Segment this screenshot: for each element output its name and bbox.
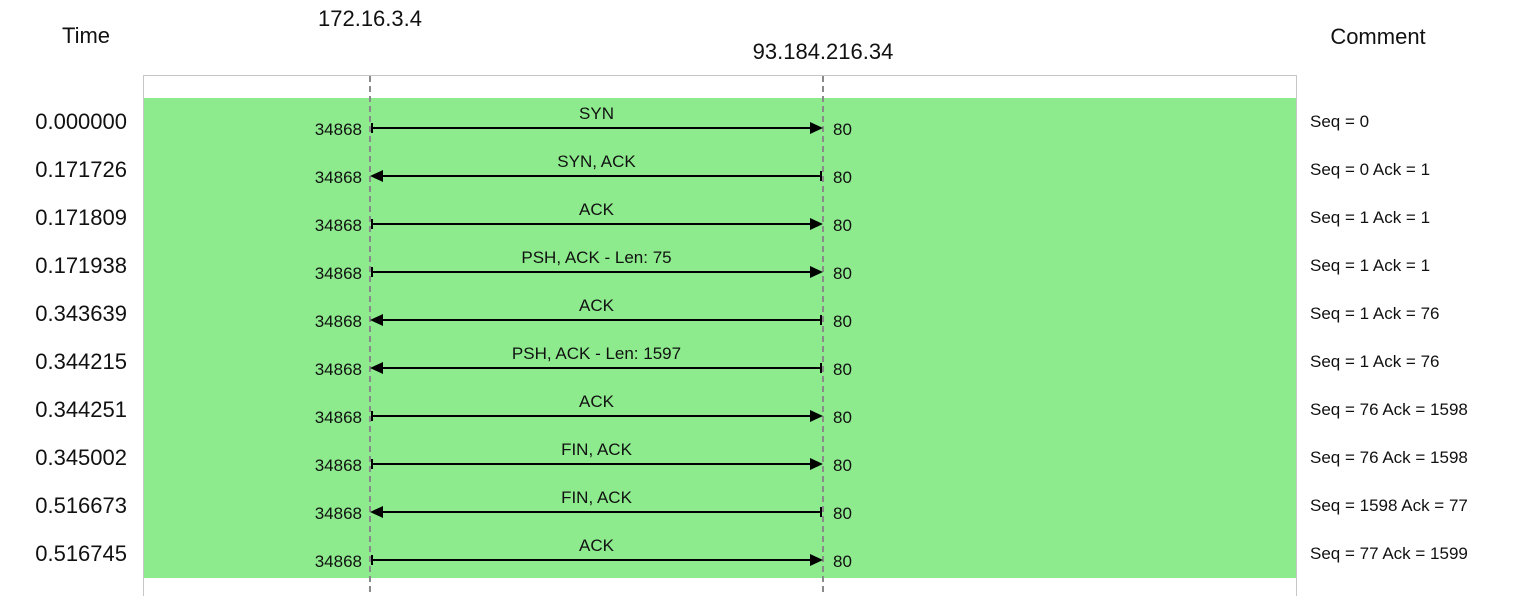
destination-port-label: 80 [833, 552, 852, 571]
arrowhead-icon [370, 314, 383, 326]
packet-arrow[interactable] [371, 266, 823, 278]
destination-port-label: 80 [833, 360, 852, 379]
destination-port-label: 80 [833, 456, 852, 475]
arrow-line [371, 223, 811, 225]
destination-port-label: 80 [833, 120, 852, 139]
packet-row: 0.516745 34868 ACK 80 Seq = 77 Ack = 159… [0, 530, 1526, 578]
arrowhead-icon [810, 122, 823, 134]
arrow-line [382, 175, 822, 177]
destination-port-label: 80 [833, 168, 852, 187]
arrowhead-icon [370, 170, 383, 182]
source-port-label: 34868 [314, 264, 362, 283]
tcp-flags-label: SYN, ACK [557, 152, 636, 171]
source-port-label: 34868 [314, 552, 362, 571]
packet-arrow[interactable] [370, 362, 822, 374]
host-header-left: 172.16.3.4 [318, 6, 422, 31]
comment-column-header: Comment [1330, 24, 1426, 49]
packet-row: 0.344251 34868 ACK 80 Seq = 76 Ack = 159… [0, 386, 1526, 434]
packet-row: 0.000000 34868 SYN 80 Seq = 0 [0, 98, 1526, 146]
source-port-label: 34868 [314, 168, 362, 187]
packet-row: 0.171809 34868 ACK 80 Seq = 1 Ack = 1 [0, 194, 1526, 242]
tcp-flags-label: ACK [579, 536, 614, 555]
comment-label: Seq = 1 Ack = 76 [1310, 352, 1440, 371]
source-port-label: 34868 [314, 216, 362, 235]
arrow-line [371, 127, 811, 129]
packet-arrow[interactable] [370, 170, 822, 182]
comment-label: Seq = 0 Ack = 1 [1310, 160, 1431, 179]
comment-label: Seq = 76 Ack = 1598 [1310, 400, 1468, 419]
tcp-flags-label: ACK [579, 392, 614, 411]
arrowhead-icon [810, 218, 823, 230]
time-label: 0.171726 [35, 157, 127, 182]
arrowhead-icon [810, 458, 823, 470]
packet-arrow[interactable] [371, 458, 823, 470]
arrowhead-icon [810, 410, 823, 422]
tcp-flags-label: FIN, ACK [561, 440, 632, 459]
source-port-label: 34868 [314, 456, 362, 475]
time-label: 0.516673 [35, 493, 127, 518]
source-port-label: 34868 [314, 360, 362, 379]
arrowhead-icon [370, 506, 383, 518]
destination-port-label: 80 [833, 312, 852, 331]
time-label: 0.000000 [35, 109, 127, 134]
tcp-stream-band [144, 98, 1296, 578]
tcp-flags-label: PSH, ACK - Len: 1597 [511, 344, 682, 363]
comment-label: Seq = 1 Ack = 1 [1310, 256, 1431, 275]
arrow-line [382, 367, 822, 369]
lifeline-right [822, 76, 824, 596]
time-column-header: Time [61, 23, 111, 48]
arrow-line [382, 511, 822, 513]
packet-row: 0.345002 34868 FIN, ACK 80 Seq = 76 Ack … [0, 434, 1526, 482]
arrow-line [382, 319, 822, 321]
packet-row: 0.343639 34868 ACK 80 Seq = 1 Ack = 76 [0, 290, 1526, 338]
tcp-flags-label: SYN [579, 104, 614, 123]
packet-arrow[interactable] [371, 554, 823, 566]
packet-arrow[interactable] [371, 122, 823, 134]
comment-label: Seq = 0 [1310, 112, 1370, 131]
source-port-label: 34868 [314, 408, 362, 427]
arrowhead-icon [810, 554, 823, 566]
arrowhead-icon [370, 362, 383, 374]
time-label: 0.171938 [35, 253, 127, 278]
time-label: 0.343639 [35, 301, 127, 326]
arrowhead-icon [810, 266, 823, 278]
source-port-label: 34868 [314, 312, 362, 331]
packet-row: 0.171726 34868 SYN, ACK 80 Seq = 0 Ack =… [0, 146, 1526, 194]
comment-label: Seq = 76 Ack = 1598 [1310, 448, 1468, 467]
comment-label: Seq = 1598 Ack = 77 [1310, 496, 1468, 515]
packet-arrow[interactable] [370, 314, 822, 326]
destination-port-label: 80 [833, 264, 852, 283]
packet-row: 0.171938 34868 PSH, ACK - Len: 75 80 Seq… [0, 242, 1526, 290]
arrow-line [371, 463, 811, 465]
destination-port-label: 80 [833, 216, 852, 235]
packet-arrow[interactable] [371, 218, 823, 230]
time-label: 0.516745 [35, 541, 127, 566]
comment-label: Seq = 1 Ack = 1 [1310, 208, 1431, 227]
comment-label: Seq = 1 Ack = 76 [1310, 304, 1440, 323]
time-label: 0.345002 [35, 445, 127, 470]
source-port-label: 34868 [314, 120, 362, 139]
tcp-flags-label: PSH, ACK - Len: 75 [521, 248, 672, 267]
time-label: 0.171809 [35, 205, 127, 230]
host-header-right: 93.184.216.34 [752, 39, 894, 64]
tcp-flags-label: FIN, ACK [561, 488, 632, 507]
time-label: 0.344215 [35, 349, 127, 374]
arrow-line [371, 559, 811, 561]
arrow-line [371, 415, 811, 417]
packet-row: 0.344215 34868 PSH, ACK - Len: 1597 80 S… [0, 338, 1526, 386]
tcp-flags-label: ACK [579, 200, 614, 219]
destination-port-label: 80 [833, 408, 852, 427]
packet-row: 0.516673 34868 FIN, ACK 80 Seq = 1598 Ac… [0, 482, 1526, 530]
packet-arrow[interactable] [371, 410, 823, 422]
source-port-label: 34868 [314, 504, 362, 523]
packet-arrow[interactable] [370, 506, 822, 518]
comment-label: Seq = 77 Ack = 1599 [1310, 544, 1468, 563]
arrow-line [371, 271, 811, 273]
destination-port-label: 80 [833, 504, 852, 523]
tcp-flags-label: ACK [579, 296, 614, 315]
time-label: 0.344251 [35, 397, 127, 422]
lifeline-left [369, 76, 371, 596]
